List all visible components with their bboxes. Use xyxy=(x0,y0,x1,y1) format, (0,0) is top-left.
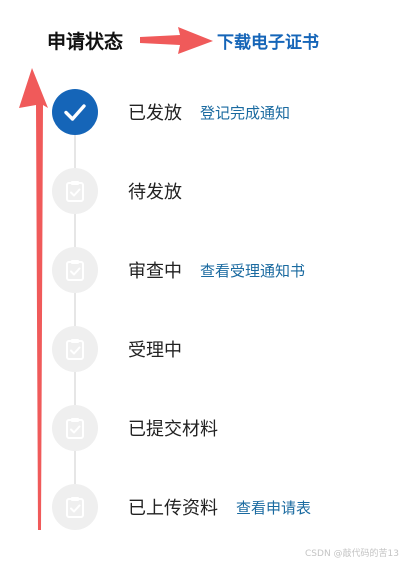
step-issued: 已发放 登记完成通知 xyxy=(52,89,290,135)
download-certificate-link[interactable]: 下载电子证书 xyxy=(217,33,319,53)
step-label: 已上传资料 xyxy=(128,498,218,519)
step-label: 受理中 xyxy=(128,340,182,361)
annotation-arrow-right-icon xyxy=(140,27,213,54)
view-application-form-link[interactable]: 查看申请表 xyxy=(236,498,312,517)
step-under-review: 审查中 查看受理通知书 xyxy=(52,247,305,293)
registration-notice-link[interactable]: 登记完成通知 xyxy=(200,103,291,122)
step-materials-submitted: 已提交材料 xyxy=(52,405,218,451)
step-label: 待发放 xyxy=(128,182,182,203)
step-awaiting-issue: 待发放 xyxy=(52,168,182,214)
step-accepting: 受理中 xyxy=(52,326,182,372)
clipboard-check-icon xyxy=(52,326,98,372)
step-label: 审查中 xyxy=(128,261,182,282)
step-documents-uploaded: 已上传资料 查看申请表 xyxy=(52,484,311,530)
annotation-arrow-up-icon xyxy=(19,68,48,530)
step-label: 已提交材料 xyxy=(128,419,218,440)
clipboard-check-icon xyxy=(52,168,98,214)
timeline-connector xyxy=(74,135,76,505)
clipboard-check-icon xyxy=(52,247,98,293)
clipboard-check-icon xyxy=(52,484,98,530)
check-icon xyxy=(52,89,98,135)
clipboard-check-icon xyxy=(52,405,98,451)
acceptance-notice-link[interactable]: 查看受理通知书 xyxy=(200,261,306,280)
step-label: 已发放 xyxy=(128,103,182,124)
watermark: CSDN @敲代码的苦13 xyxy=(305,549,399,559)
page-title: 申请状态 xyxy=(47,31,124,53)
